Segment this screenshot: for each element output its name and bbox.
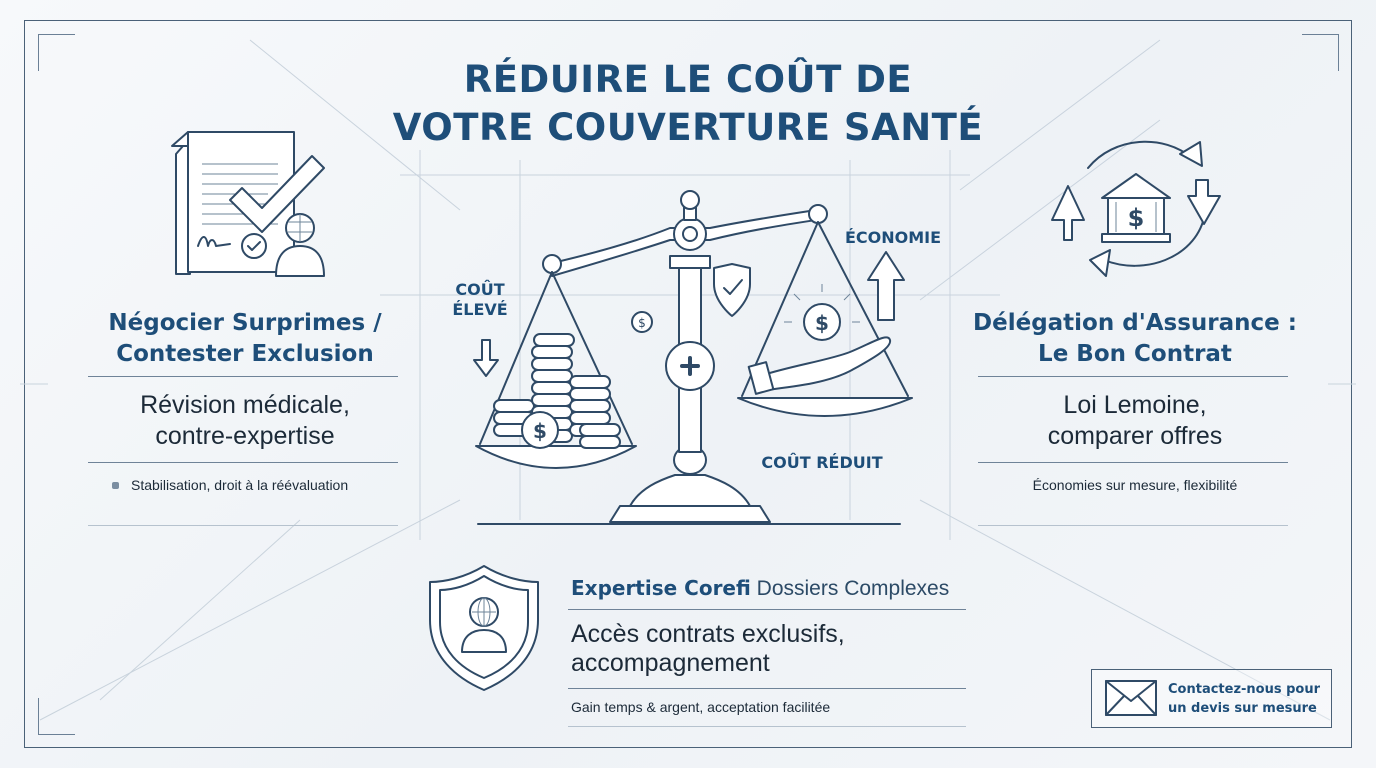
left-divider-2 [88, 462, 398, 463]
left-note: Stabilisation, droit à la réévaluation [112, 476, 348, 494]
left-divider-1 [88, 376, 398, 377]
coin-symbol-left: $ [533, 419, 547, 443]
right-body-line-2: comparer offres [1047, 422, 1223, 450]
coin-symbol-right: $ [815, 311, 829, 335]
reduced-cost-label: COÛT RÉDUIT [761, 453, 883, 472]
bank-cycle-arrows-icon: $ [1051, 140, 1221, 277]
envelope-icon [1105, 680, 1157, 716]
left-body-line-1: Révision médicale, [140, 391, 350, 419]
corner-mark-top-right [1302, 34, 1339, 71]
right-heading-line-2: Le Bon Contrat [1038, 341, 1232, 367]
contract-signature-check-icon [171, 131, 325, 277]
contact-cta[interactable]: Contactez-nous pour un devis sur mesure [1091, 669, 1332, 728]
bottom-heading: Expertise Corefi Dossiers Complexes [571, 574, 949, 603]
coin-symbol-small: $ [638, 316, 646, 330]
bottom-heading-light: Dossiers Complexes [756, 577, 950, 600]
left-heading-line-1: Négocier Surprimes / [108, 310, 382, 336]
cta-line-1: Contactez-nous pour [1168, 682, 1321, 697]
bottom-body-line-2: accompagnement [571, 649, 770, 677]
right-body: Loi Lemoine, comparer offres [960, 390, 1310, 452]
bottom-divider-3 [568, 726, 966, 727]
right-divider-2 [978, 462, 1288, 463]
bottom-divider-1 [568, 609, 966, 610]
left-heading-line-2: Contester Exclusion [116, 341, 374, 367]
economy-label: ÉCONOMIE [844, 228, 942, 247]
bottom-divider-2 [568, 688, 966, 689]
bullet-marker [112, 481, 119, 489]
corner-mark-bottom-left [38, 698, 75, 735]
right-divider-1 [978, 376, 1288, 377]
bank-coin-symbol: $ [1128, 204, 1145, 232]
left-body: Révision médicale, contre-expertise [80, 390, 410, 452]
cta-line-2: un devis sur mesure [1168, 701, 1317, 716]
bottom-body: Accès contrats exclusifs, accompagnement [571, 620, 845, 678]
right-heading: Délégation d'Assurance : Le Bon Contrat [960, 308, 1310, 370]
balance-scale-icon: $ $ $ [473, 190, 913, 525]
right-divider-3 [978, 525, 1288, 526]
corner-mark-top-left [38, 34, 75, 71]
right-body-line-1: Loi Lemoine, [1063, 391, 1207, 419]
page-title: RÉDUIRE LE COÛT DE VOTRE COUVERTURE SANT… [338, 56, 1038, 152]
right-note: Économies sur mesure, flexibilité [1032, 477, 1238, 493]
title-line-2: VOTRE COUVERTURE SANTÉ [392, 106, 984, 149]
high-cost-label: COÛT ÉLEVÉ [445, 280, 515, 320]
high-cost-label-line-2: ÉLEVÉ [452, 300, 508, 319]
bottom-body-line-1: Accès contrats exclusifs, [571, 620, 845, 648]
left-heading: Négocier Surprimes / Contester Exclusion [80, 308, 410, 370]
right-heading-line-1: Délégation d'Assurance : [973, 310, 1297, 336]
bottom-note: Gain temps & argent, acceptation facilit… [571, 699, 831, 715]
title-line-1: RÉDUIRE LE COÛT DE [463, 58, 913, 101]
cta-text[interactable]: Contactez-nous pour un devis sur mesure [1168, 680, 1320, 718]
left-body-line-2: contre-expertise [155, 422, 335, 450]
bottom-heading-bold: Expertise Corefi [571, 576, 751, 600]
high-cost-label-line-1: COÛT [455, 280, 505, 299]
shield-user-icon [429, 565, 539, 691]
left-divider-3 [88, 525, 398, 526]
left-note-text: Stabilisation, droit à la réévaluation [131, 477, 349, 493]
